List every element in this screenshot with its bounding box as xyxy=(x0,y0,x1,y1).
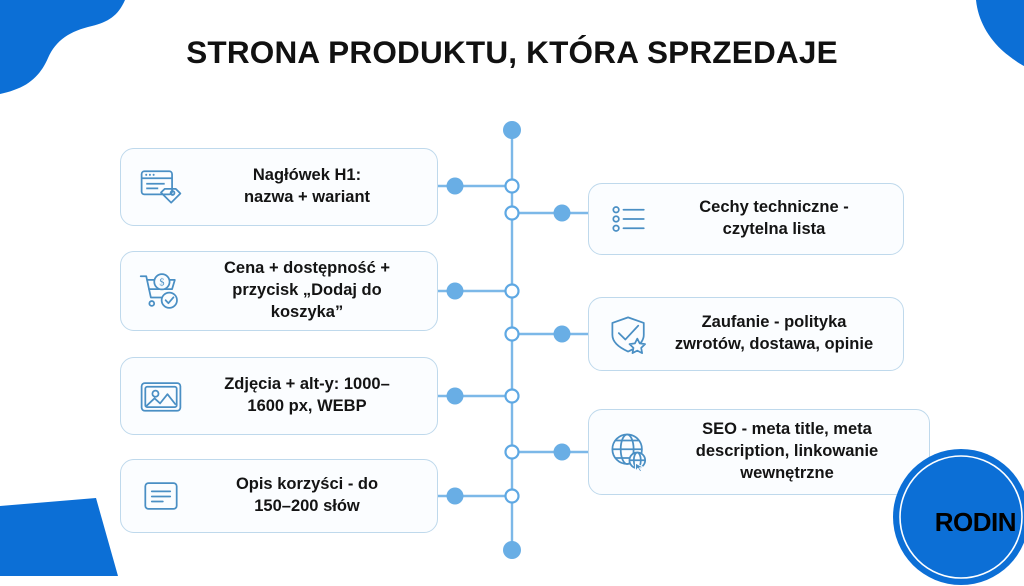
card-opis-korzysci[interactable]: Opis korzyści - do 150–200 słów xyxy=(120,459,438,533)
card-line-3: wewnętrzne xyxy=(740,463,834,482)
branch-dot xyxy=(553,204,571,222)
timeline-top-endpoint xyxy=(503,121,521,139)
rodin-logo-text: RODIN xyxy=(934,507,1017,537)
card-line-3: koszyka” xyxy=(270,302,344,321)
browser-tag-icon xyxy=(133,159,189,215)
branch-dot xyxy=(553,325,571,343)
branch-dot xyxy=(446,387,464,405)
timeline-junction xyxy=(504,326,520,342)
card-line-2: 150–200 słów xyxy=(254,497,360,515)
card-line-1: Nagłówek H1: xyxy=(252,166,362,185)
timeline-junction xyxy=(504,205,520,221)
globe-search-icon xyxy=(601,424,657,480)
card-line-1: Cena + dostępność + xyxy=(224,259,390,278)
card-line-2: description, linkowanie xyxy=(695,442,879,461)
bullet-list-icon xyxy=(601,191,657,247)
branch-dot xyxy=(446,177,464,195)
card-cechy-techniczne[interactable]: Cechy techniczne - czytelna lista xyxy=(588,183,904,255)
card-line-2: zwrotów, dostawa, opinie xyxy=(674,335,874,353)
card-line-1: Cechy techniczne - xyxy=(699,198,849,217)
card-line-2: 1600 px, WEBP xyxy=(247,397,367,415)
timeline-junction xyxy=(504,388,520,404)
card-text: Zdjęcia + alt-y: 1000– 1600 px, WEBP xyxy=(189,374,425,418)
svg-text:$: $ xyxy=(159,277,164,288)
card-line-2: przycisk „Dodaj do xyxy=(232,281,382,300)
document-lines-icon xyxy=(133,468,189,524)
card-text: Cechy techniczne - czytelna lista xyxy=(657,197,891,241)
card-line-1: Zaufanie - polityka xyxy=(701,313,847,332)
card-text: Cena + dostępność + przycisk „Dodaj do k… xyxy=(189,258,425,323)
page-title: STRONA PRODUKTU, KTÓRA SPRZEDAJE xyxy=(186,34,838,70)
branch-dot xyxy=(553,443,571,461)
timeline-junction xyxy=(504,178,520,194)
timeline-junction xyxy=(504,283,520,299)
card-line-2: czytelna lista xyxy=(722,220,826,238)
branch-dot xyxy=(446,487,464,505)
branch-dot xyxy=(446,282,464,300)
card-text: Nagłówek H1: nazwa + wariant xyxy=(189,165,425,209)
cart-price-check-icon: $ xyxy=(133,263,189,319)
card-cena-dostepnosc[interactable]: $ Cena + dostępność + przycisk „Dodaj do… xyxy=(120,251,438,331)
card-text: Opis korzyści - do 150–200 słów xyxy=(189,474,425,518)
image-photo-icon xyxy=(133,368,189,424)
card-line-1: Zdjęcia + alt-y: 1000– xyxy=(224,375,390,394)
card-zdjecia-alty[interactable]: Zdjęcia + alt-y: 1000– 1600 px, WEBP xyxy=(120,357,438,435)
card-zaufanie[interactable]: Zaufanie - polityka zwrotów, dostawa, op… xyxy=(588,297,904,371)
card-text: SEO - meta title, meta description, link… xyxy=(657,419,917,484)
card-line-1: SEO - meta title, meta xyxy=(702,420,872,439)
card-naglowek-h1[interactable]: Nagłówek H1: nazwa + wariant xyxy=(120,148,438,226)
shield-check-star-icon xyxy=(601,306,657,362)
card-line-2: nazwa + wariant xyxy=(243,188,371,206)
timeline-connector xyxy=(430,121,588,559)
card-line-1: Opis korzyści - do xyxy=(235,475,379,494)
timeline-junction xyxy=(504,444,520,460)
timeline-junction xyxy=(504,488,520,504)
card-text: Zaufanie - polityka zwrotów, dostawa, op… xyxy=(657,312,891,356)
timeline-bottom-endpoint xyxy=(503,541,521,559)
card-seo[interactable]: SEO - meta title, meta description, link… xyxy=(588,409,930,495)
